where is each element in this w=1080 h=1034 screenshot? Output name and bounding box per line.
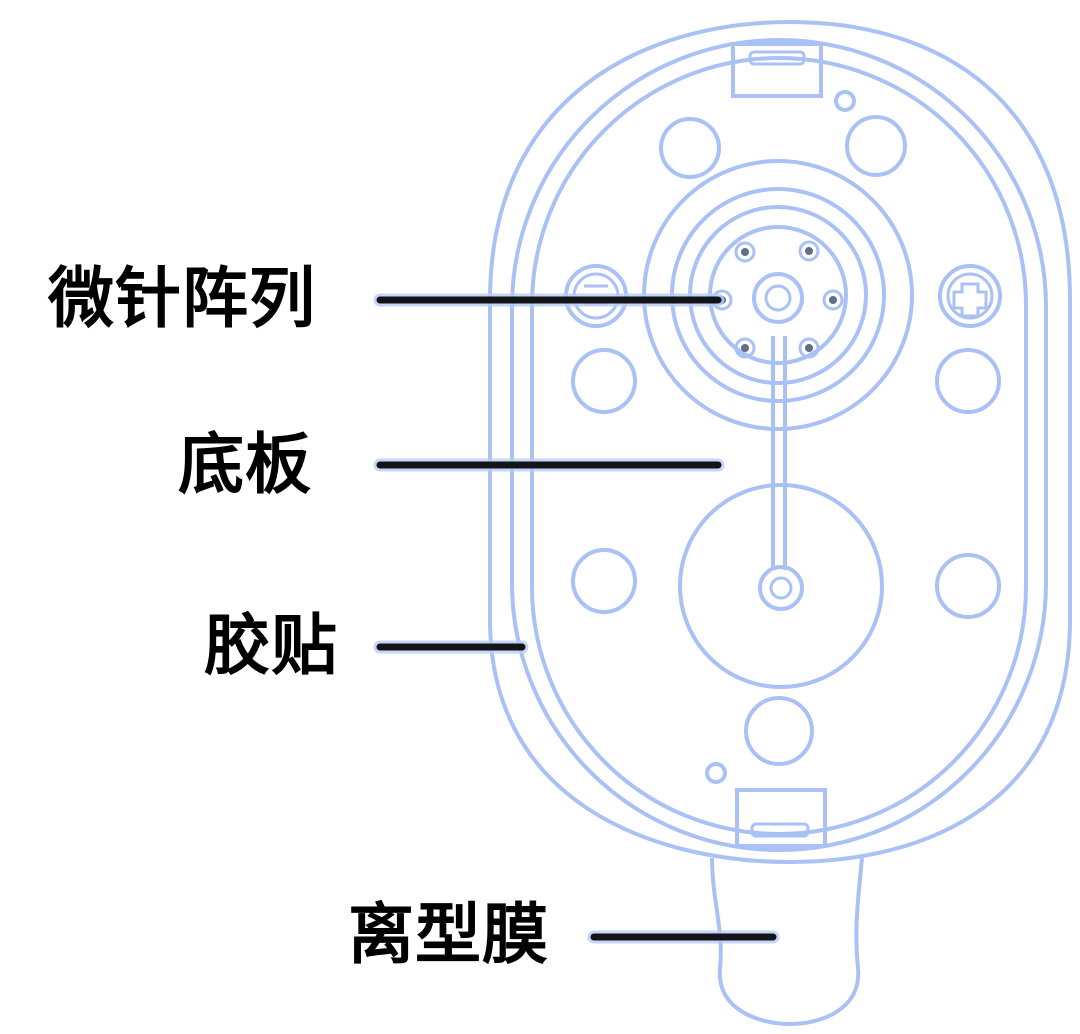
hole-low-left [571,548,637,614]
reservoir-port-core [769,576,793,600]
hole-top-right [845,115,907,177]
base-plate-inner [530,56,1028,836]
pin-bottom-left [705,762,727,784]
bottom-clip-slot [750,822,810,838]
base-plate-outer [510,38,1048,852]
top-clip-slot [748,50,806,66]
hole-bottom-center [744,696,814,766]
adhesive-patch-outline [488,19,1072,865]
label-release-film: 离型膜 [348,896,549,973]
channel [771,336,787,570]
label-base-plate: 底板 [178,426,312,503]
hole-low-right [935,553,1001,619]
array-hub-inner [764,284,792,312]
bottom-clip [735,788,827,848]
microneedle-dots [711,240,844,359]
top-clip [731,42,823,98]
reservoir [678,483,884,689]
reservoir-port [758,565,804,611]
label-adhesive-patch: 胶贴 [204,607,338,684]
hole-mid-right [935,348,1001,414]
hole-mid-left [571,348,637,414]
label-microneedle-array: 微针阵列 [48,260,316,337]
screw-right [938,264,1002,328]
hole-top-left [659,117,721,179]
pin-top-right [834,90,856,112]
array-hub-outer [752,272,804,324]
